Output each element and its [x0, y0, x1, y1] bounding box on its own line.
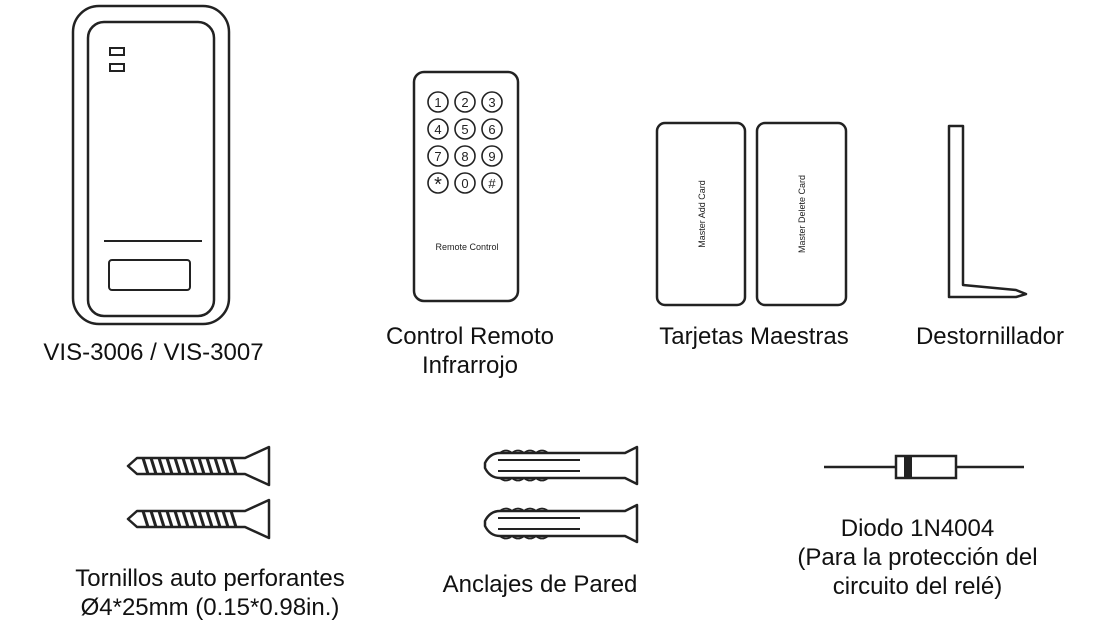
master-add-card-label: Master Add Card — [697, 180, 707, 248]
screw — [126, 498, 271, 540]
remote-key: 3 — [481, 91, 503, 113]
diode-1n4004 — [824, 454, 1024, 480]
master-delete-card-label: Master Delete Card — [797, 175, 807, 253]
diode-cathode-band — [904, 456, 912, 478]
remote-control-device: 1 2 3 4 5 6 7 8 9 * 0 # Remote Control — [412, 70, 520, 303]
remote-key-label: 5 — [461, 122, 468, 137]
master-add-card: Master Add Card — [655, 121, 747, 307]
remote-caption-line2: Infrarrojo — [421, 352, 519, 379]
remote-key-label: 8 — [461, 149, 468, 164]
remote-key-label: 7 — [434, 149, 441, 164]
remote-key: * — [427, 172, 449, 196]
remote-key-label: 2 — [461, 95, 468, 110]
remote-key-label: 4 — [434, 122, 441, 137]
remote-key: 9 — [481, 145, 503, 167]
remote-keypad: 1 2 3 4 5 6 7 8 9 * 0 # — [427, 91, 503, 196]
wall-anchor — [483, 503, 639, 544]
reader-caption: VIS-3006 / VIS-3007 — [43, 339, 264, 366]
remote-key-label: 9 — [488, 149, 495, 164]
remote-key-label: 6 — [488, 122, 495, 137]
cards-caption: Tarjetas Maestras — [659, 323, 849, 350]
anchors-caption: Anclajes de Pared — [442, 571, 638, 598]
remote-key-label: 3 — [488, 95, 495, 110]
diode-caption-line2: (Para la protección del — [797, 544, 1038, 571]
remote-caption: Control Remoto Infrarrojo — [340, 322, 600, 380]
screws-caption: Tornillos auto perforantes Ø4*25mm (0.15… — [20, 564, 400, 622]
remote-key: # — [481, 172, 503, 194]
screwdriver-shape — [947, 124, 1028, 299]
remote-key: 6 — [481, 118, 503, 140]
remote-key: 8 — [454, 145, 476, 167]
remote-key: 2 — [454, 91, 476, 113]
remote-key: 4 — [427, 118, 449, 140]
screwdriver-caption: Destornillador — [915, 323, 1065, 350]
remote-key: 7 — [427, 145, 449, 167]
diode-caption: Diodo 1N4004 (Para la protección del cir… — [740, 514, 1095, 601]
remote-device-label: Remote Control — [435, 242, 498, 252]
screws-group — [126, 445, 271, 540]
screw — [126, 445, 271, 487]
remote-key-label: 0 — [461, 176, 468, 191]
remote-key-label: 1 — [434, 95, 441, 110]
diode-caption-line1: Diodo 1N4004 — [840, 515, 995, 542]
remote-key: 1 — [427, 91, 449, 113]
remote-key: 5 — [454, 118, 476, 140]
wall-anchors-group — [483, 445, 639, 544]
remote-caption-line1: Control Remoto — [385, 323, 555, 350]
remote-key-label: # — [488, 176, 496, 191]
reader-device — [71, 4, 231, 326]
remote-key: 0 — [454, 172, 476, 194]
screws-caption-line2: Ø4*25mm (0.15*0.98in.) — [80, 594, 340, 621]
master-delete-card: Master Delete Card — [755, 121, 848, 307]
diode-caption-line3: circuito del relé) — [832, 573, 1003, 600]
screws-caption-line1: Tornillos auto perforantes — [75, 565, 345, 592]
remote-key-label: * — [434, 174, 442, 196]
wall-anchor — [483, 445, 639, 486]
